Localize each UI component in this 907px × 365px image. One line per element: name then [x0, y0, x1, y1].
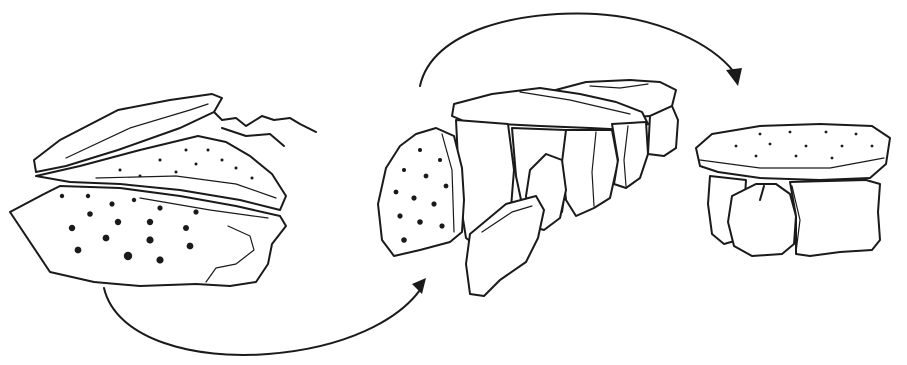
- rock-outcrop-illustration: [10, 94, 316, 286]
- chamber-upright-right: [562, 130, 618, 216]
- dolmen-support-right: [790, 180, 880, 256]
- arrow-outcrop-to-chamber: [104, 278, 426, 355]
- dolmen-capstone: [696, 124, 890, 180]
- arrow-chamber-to-dolmen: [420, 14, 742, 86]
- outcrop-ridge: [214, 112, 316, 132]
- chamber-dotted-slab: [378, 128, 464, 256]
- chamber-upright-far-right: [612, 122, 648, 188]
- table-dolmen-illustration: [696, 124, 890, 256]
- dolmen-chamber-illustration: [378, 80, 678, 296]
